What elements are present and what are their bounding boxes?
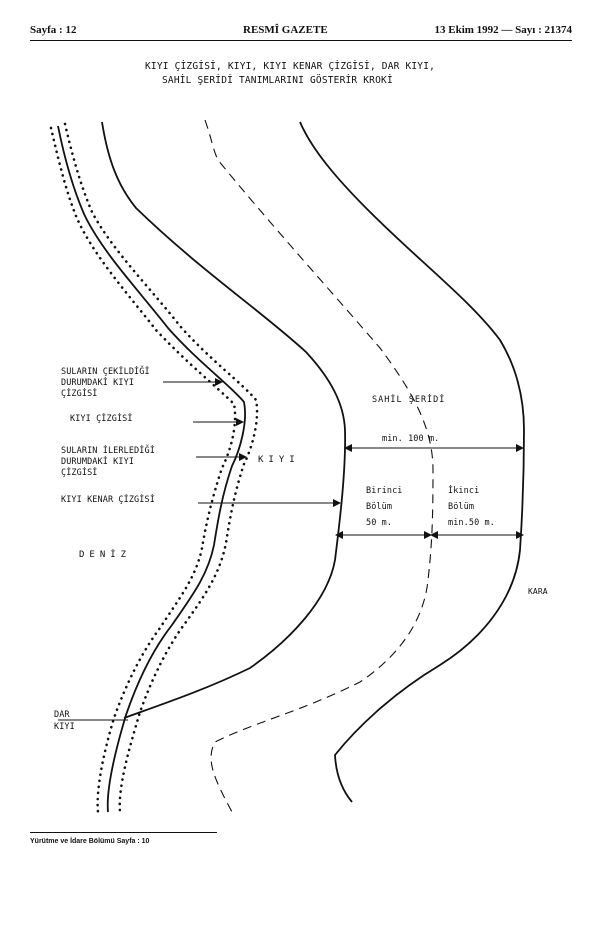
- page-number: Sayfa : 12: [30, 24, 77, 36]
- label-second-section-2: Bölüm: [448, 502, 475, 512]
- label-second-section-1: İkinci: [448, 486, 480, 496]
- label-receded-line-2: DURUMDAKİ KIYI: [61, 378, 135, 388]
- label-deniz: DENİZ: [79, 550, 132, 560]
- label-first-section-2: Bölüm: [366, 502, 393, 512]
- label-sahil-seridi: SAHİL ŞERİDİ: [372, 395, 446, 405]
- section-divider-dashed: [204, 119, 434, 813]
- label-advanced-line-1: SULARIN İLERLEDİĞİ: [61, 446, 155, 456]
- label-kiyi: KIYI: [258, 455, 300, 465]
- page-header: Sayfa : 12 RESMÎ GAZETE 13 Ekim 1992 — S…: [30, 22, 572, 40]
- shoreline-line: [57, 125, 246, 813]
- title-line-1: KIYI ÇİZGİSİ, KIYI, KIYI KENAR ÇİZGİSİ, …: [145, 61, 436, 72]
- footer-note: Yürütme ve İdare Bölümü Sayfa : 10: [30, 838, 150, 845]
- label-dar-kiyi-1: DAR: [54, 710, 70, 720]
- publication-name: RESMÎ GAZETE: [243, 24, 328, 36]
- kiyi-kenar-line: [101, 121, 347, 719]
- label-receded-line-3: ÇİZGİSİ: [61, 389, 98, 399]
- footer-rule: [30, 832, 217, 833]
- label-shoreline: KIYI ÇİZGİSİ: [70, 414, 133, 424]
- label-advanced-line-3: ÇİZGİSİ: [61, 468, 98, 478]
- label-kara: KARA: [528, 587, 548, 596]
- label-edge-line: KIYI KENAR ÇİZGİSİ: [61, 495, 155, 505]
- title-line-2: SAHİL ŞERİDİ TANIMLARINI GÖSTERİR KROKİ: [162, 75, 393, 86]
- label-dar-kiyi-2: KIYI: [54, 722, 75, 732]
- label-advanced-line-2: DURUMDAKİ KIYI: [61, 457, 135, 467]
- advanced-shoreline-dotted: [63, 122, 259, 814]
- header-rule: [30, 40, 572, 41]
- issue-date: 13 Ekim 1992 — Sayı : 21374: [434, 24, 572, 36]
- receded-shoreline-dotted: [49, 126, 237, 814]
- label-second-section-3: min.50 m.: [448, 518, 495, 528]
- label-receded-line-1: SULARIN ÇEKİLDİĞİ: [61, 367, 150, 377]
- land-boundary-line: [299, 121, 525, 803]
- label-first-section-3: 50 m.: [366, 518, 393, 528]
- label-first-section-1: Birinci: [366, 486, 403, 496]
- label-min-100: min. 100 m.: [382, 434, 440, 444]
